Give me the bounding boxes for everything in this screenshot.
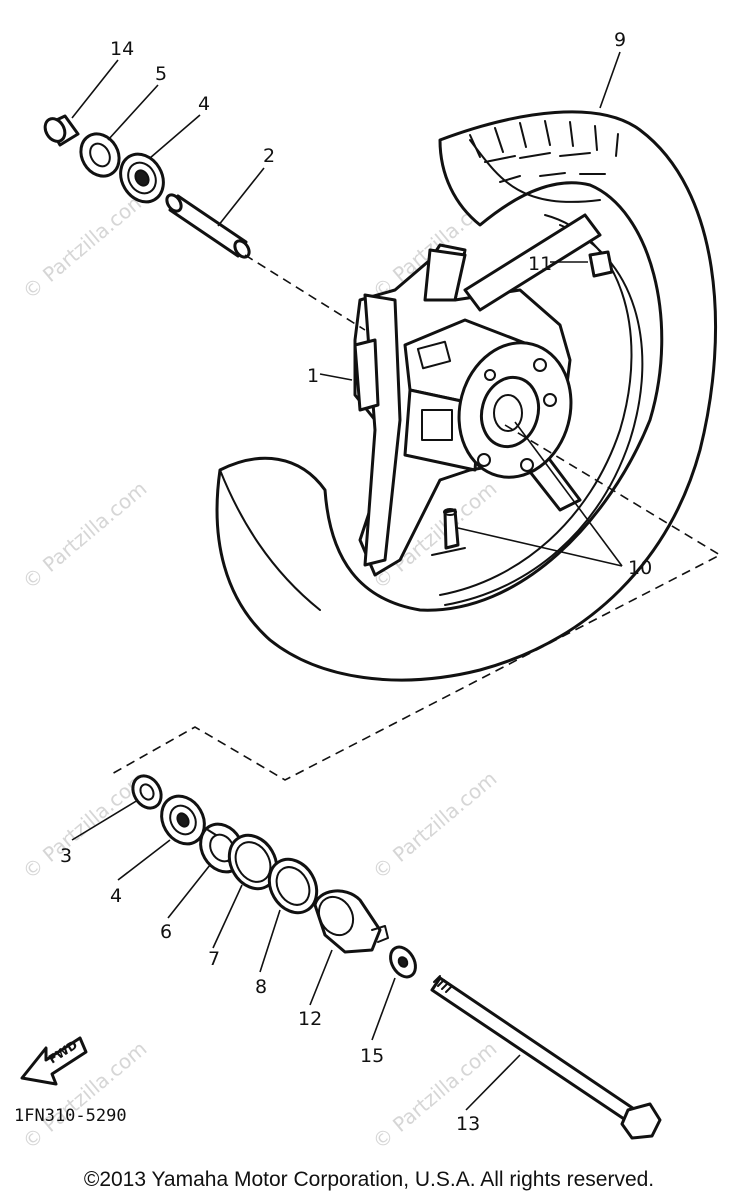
label-5: 5 <box>155 63 167 85</box>
oil-seal-8 <box>267 857 319 915</box>
label-10: 10 <box>628 557 652 579</box>
figure-code: 1FN310-5290 <box>14 1106 127 1126</box>
tire <box>215 110 718 682</box>
label-2: 2 <box>263 145 275 167</box>
wheel-hub <box>353 213 602 577</box>
label-14: 14 <box>110 38 134 60</box>
assembly-line <box>109 254 722 781</box>
wheel-axle-13 <box>430 975 662 1140</box>
bearing-4-top <box>119 152 165 204</box>
copyright-notice: ©2013 Yamaha Motor Corporation, U.S.A. A… <box>83 1168 655 1191</box>
watermark: © Partzilla.com <box>18 186 152 304</box>
label-11: 11 <box>528 253 552 275</box>
label-7: 7 <box>208 948 220 970</box>
watermark: © Partzilla.com <box>18 476 152 594</box>
label-15: 15 <box>360 1045 384 1067</box>
collar-14 <box>43 114 80 147</box>
label-1: 1 <box>307 365 319 387</box>
meter-gear-unit-12 <box>313 889 389 954</box>
label-4: 4 <box>198 93 210 115</box>
watermark: © Partzilla.com <box>368 766 502 884</box>
oil-seal-3 <box>131 774 163 810</box>
label-12: 12 <box>298 1008 322 1030</box>
part-numbers: 14 5 4 2 9 11 1 10 3 4 6 7 8 12 15 13 <box>60 29 652 1135</box>
watermark: © Partzilla.com <box>18 766 152 884</box>
oil-seal-5 <box>79 132 121 178</box>
valve-stem <box>431 508 466 556</box>
label-13: 13 <box>456 1113 480 1135</box>
label-4: 4 <box>110 885 122 907</box>
label-8: 8 <box>255 976 267 998</box>
spacer-2 <box>165 193 251 259</box>
bearing-4-bottom <box>160 794 206 846</box>
leader-lines <box>71 51 623 1111</box>
label-6: 6 <box>160 921 172 943</box>
fwd-arrow-icon: FWD <box>20 1036 88 1086</box>
label-9: 9 <box>614 29 626 51</box>
washer-7 <box>227 833 279 891</box>
balance-weight <box>588 250 614 278</box>
washer-15 <box>389 945 417 979</box>
label-3: 3 <box>60 845 72 867</box>
